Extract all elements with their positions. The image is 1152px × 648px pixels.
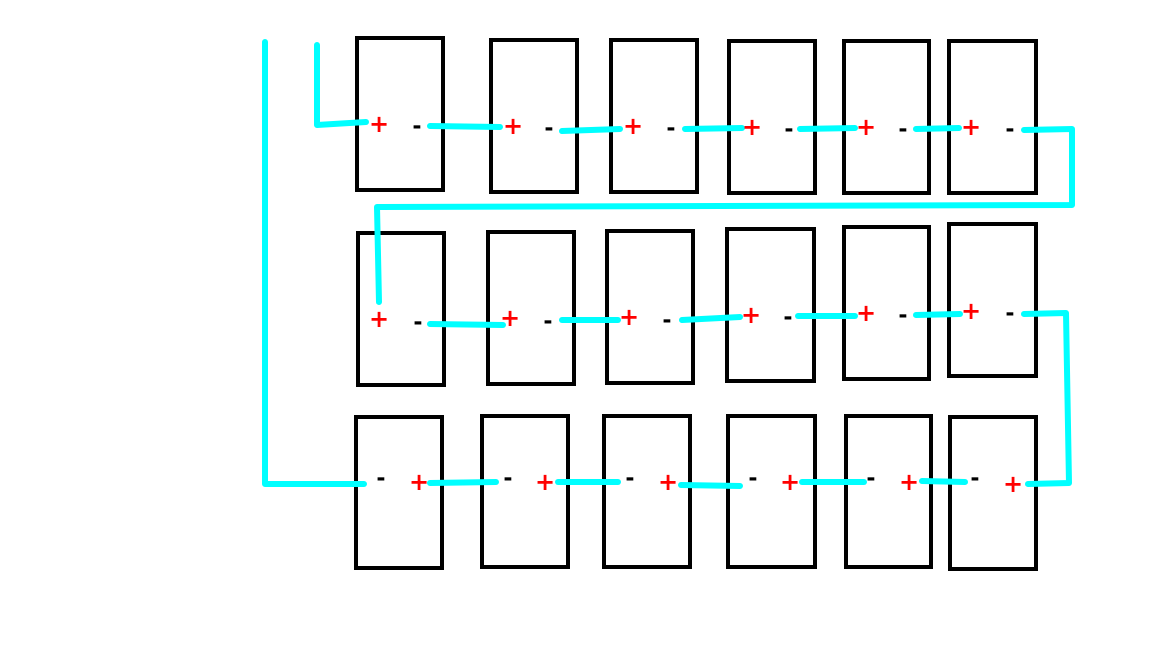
row-2-cell-1-negative-terminal: - xyxy=(413,311,422,336)
row-3-cell-5-negative-terminal: - xyxy=(866,467,875,492)
row-1-cell-5 xyxy=(842,39,931,195)
wire-segment-4 xyxy=(559,126,623,134)
terminals-layer: +-+-+-+-+-+-+-+-+-+-+-+--+-+-+-+-+-+ xyxy=(369,110,1023,498)
row-2-cell-3-negative-terminal: - xyxy=(662,309,671,334)
row-1-cell-6 xyxy=(947,39,1038,195)
row-1-cell-3-positive-terminal: + xyxy=(623,112,643,140)
row-3-cell-2-negative-terminal: - xyxy=(503,467,512,492)
row-1-cell-1-negative-terminal: - xyxy=(412,115,421,140)
row-2-cell-4-positive-terminal: + xyxy=(741,301,761,329)
wire-segment-8 xyxy=(374,126,1075,305)
row-1-cell-6-negative-terminal: - xyxy=(1005,118,1014,143)
cells-layer xyxy=(354,36,1038,571)
row-1-cell-2-positive-terminal: + xyxy=(503,112,523,140)
wire-segment-9 xyxy=(427,321,506,328)
row-1-cell-3-negative-terminal: - xyxy=(666,117,675,142)
row-2-cell-1 xyxy=(356,231,446,387)
wire-segment-1 xyxy=(262,39,367,487)
row-3-cell-4-positive-terminal: + xyxy=(780,468,800,496)
row-3-cell-1-negative-terminal: - xyxy=(376,467,385,492)
wires-layer xyxy=(262,39,1075,489)
row-1-cell-3 xyxy=(609,38,699,194)
row-3-cell-2 xyxy=(480,414,570,569)
wire-segment-19 xyxy=(919,478,968,485)
row-1-cell-1-positive-terminal: + xyxy=(369,110,389,138)
wire-segment-5 xyxy=(682,125,745,132)
row-2-cell-2 xyxy=(486,230,576,386)
wire-segment-11 xyxy=(679,314,743,323)
row-2-cell-2-negative-terminal: - xyxy=(543,310,552,335)
wire-segment-3 xyxy=(427,123,503,130)
wire-segment-6 xyxy=(797,125,858,132)
row-1-cell-4-positive-terminal: + xyxy=(742,113,762,141)
wire-segment-15 xyxy=(427,479,499,486)
row-3-cell-4-negative-terminal: - xyxy=(748,467,757,492)
row-2-cell-4-negative-terminal: - xyxy=(783,306,792,331)
row-3-cell-3 xyxy=(602,414,692,569)
row-3-cell-3-positive-terminal: + xyxy=(658,468,678,496)
wire-segment-13 xyxy=(913,311,963,318)
row-2-cell-3 xyxy=(605,229,695,385)
row-3-cell-6 xyxy=(948,415,1038,571)
row-1-cell-2 xyxy=(489,38,579,194)
row-2-cell-1-positive-terminal: + xyxy=(369,305,389,333)
row-3-cell-1-positive-terminal: + xyxy=(409,468,429,496)
row-2-cell-6 xyxy=(947,222,1038,378)
row-3-cell-6-negative-terminal: - xyxy=(970,467,979,492)
row-2-cell-2-positive-terminal: + xyxy=(500,304,520,332)
row-1-cell-2-negative-terminal: - xyxy=(544,117,553,142)
row-2-cell-4 xyxy=(725,227,816,383)
row-2-cell-5 xyxy=(842,225,931,381)
row-1-cell-5-negative-terminal: - xyxy=(898,118,907,143)
row-2-cell-5-positive-terminal: + xyxy=(856,299,876,327)
row-1-cell-1 xyxy=(355,36,445,192)
row-3-cell-4 xyxy=(726,414,817,569)
row-3-cell-5-positive-terminal: + xyxy=(899,468,919,496)
wire-segment-14 xyxy=(1021,310,1072,487)
row-3-cell-2-positive-terminal: + xyxy=(535,468,555,496)
row-3-cell-6-positive-terminal: + xyxy=(1003,470,1023,498)
row-3-cell-1 xyxy=(354,415,444,570)
row-2-cell-5-negative-terminal: - xyxy=(898,304,907,329)
row-1-cell-4-negative-terminal: - xyxy=(784,118,793,143)
row-3-cell-3-negative-terminal: - xyxy=(625,467,634,492)
wire-segment-17 xyxy=(678,482,743,489)
row-1-cell-6-positive-terminal: + xyxy=(961,113,981,141)
row-2-cell-6-negative-terminal: - xyxy=(1005,302,1014,327)
row-3-cell-5 xyxy=(844,414,933,569)
row-2-cell-6-positive-terminal: + xyxy=(961,297,981,325)
row-2-cell-3-positive-terminal: + xyxy=(619,303,639,331)
wire-segment-7 xyxy=(913,125,962,132)
wire-segment-2 xyxy=(314,42,369,128)
row-1-cell-4 xyxy=(727,39,817,195)
row-1-cell-5-positive-terminal: + xyxy=(856,113,876,141)
